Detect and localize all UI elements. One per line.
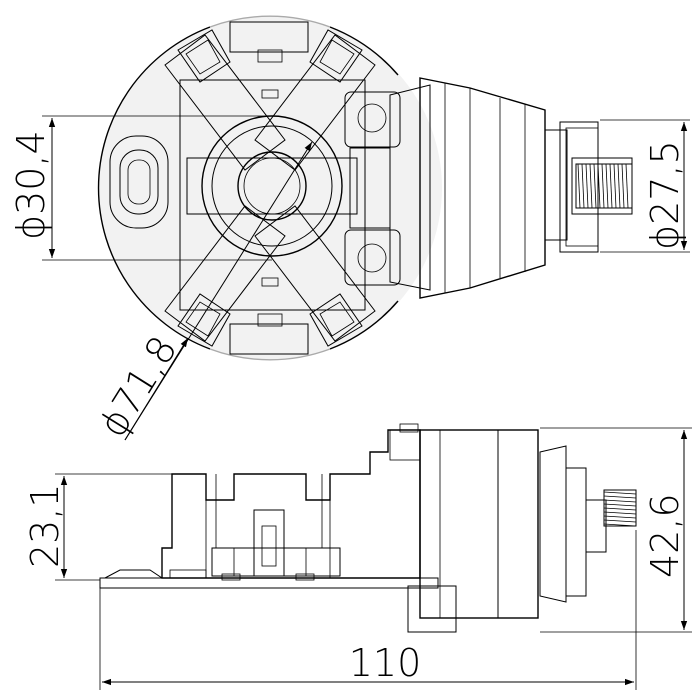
thread-line bbox=[603, 515, 637, 519]
side-body bbox=[161, 423, 421, 579]
thread-line bbox=[593, 163, 597, 209]
thread-line bbox=[617, 163, 621, 209]
thread-line bbox=[589, 163, 593, 209]
dim-label-top-diameter: ϕ30,4 bbox=[9, 130, 53, 240]
dimension-top-diameter: ϕ30,4 bbox=[9, 115, 272, 261]
thread-line bbox=[603, 511, 637, 515]
outer-housing-circle bbox=[97, 15, 442, 361]
side-view: 23,1 42,6 110 bbox=[23, 423, 692, 690]
clip-arms bbox=[164, 29, 376, 347]
threaded-stud bbox=[575, 163, 633, 209]
side-threaded-stud bbox=[603, 489, 637, 527]
dim-label-overall-length: 110 bbox=[349, 641, 422, 685]
mounting-slot bbox=[109, 135, 169, 229]
thread-line bbox=[585, 163, 589, 209]
thread-line bbox=[603, 523, 637, 527]
dimension-overall-length: 110 bbox=[99, 530, 637, 690]
base-plate bbox=[99, 569, 439, 589]
dimension-thread-diameter: ϕ27,5 bbox=[600, 119, 690, 253]
thread-line bbox=[613, 163, 617, 209]
thread-line bbox=[577, 163, 581, 209]
dimension-side-height-left: 23,1 bbox=[23, 473, 172, 581]
thread-line bbox=[601, 163, 605, 209]
side-connector bbox=[407, 429, 637, 633]
thread-line bbox=[609, 163, 613, 209]
top-view: ϕ30,4 ϕ27,5 ϕ71,8 bbox=[9, 15, 690, 445]
inner-frame bbox=[179, 21, 366, 355]
thread-line bbox=[603, 519, 637, 523]
dim-label-side-height-left: 23,1 bbox=[23, 483, 67, 568]
thread-line bbox=[605, 163, 609, 209]
dim-label-side-height-right: 42,6 bbox=[643, 493, 687, 578]
thread-line bbox=[603, 507, 637, 511]
dimension-side-height-right: 42,6 bbox=[540, 427, 692, 633]
dim-label-outer-diameter: ϕ71,8 bbox=[90, 328, 185, 444]
dim-label-thread-diameter: ϕ27,5 bbox=[643, 140, 687, 250]
thread-line bbox=[603, 499, 637, 503]
thread-line bbox=[581, 163, 585, 209]
thread-line bbox=[597, 163, 601, 209]
thread-line bbox=[625, 163, 629, 209]
thread-line bbox=[621, 163, 625, 209]
cable-connector bbox=[389, 77, 633, 299]
thread-line bbox=[603, 491, 637, 495]
thread-line bbox=[603, 495, 637, 499]
thread-line bbox=[603, 503, 637, 507]
